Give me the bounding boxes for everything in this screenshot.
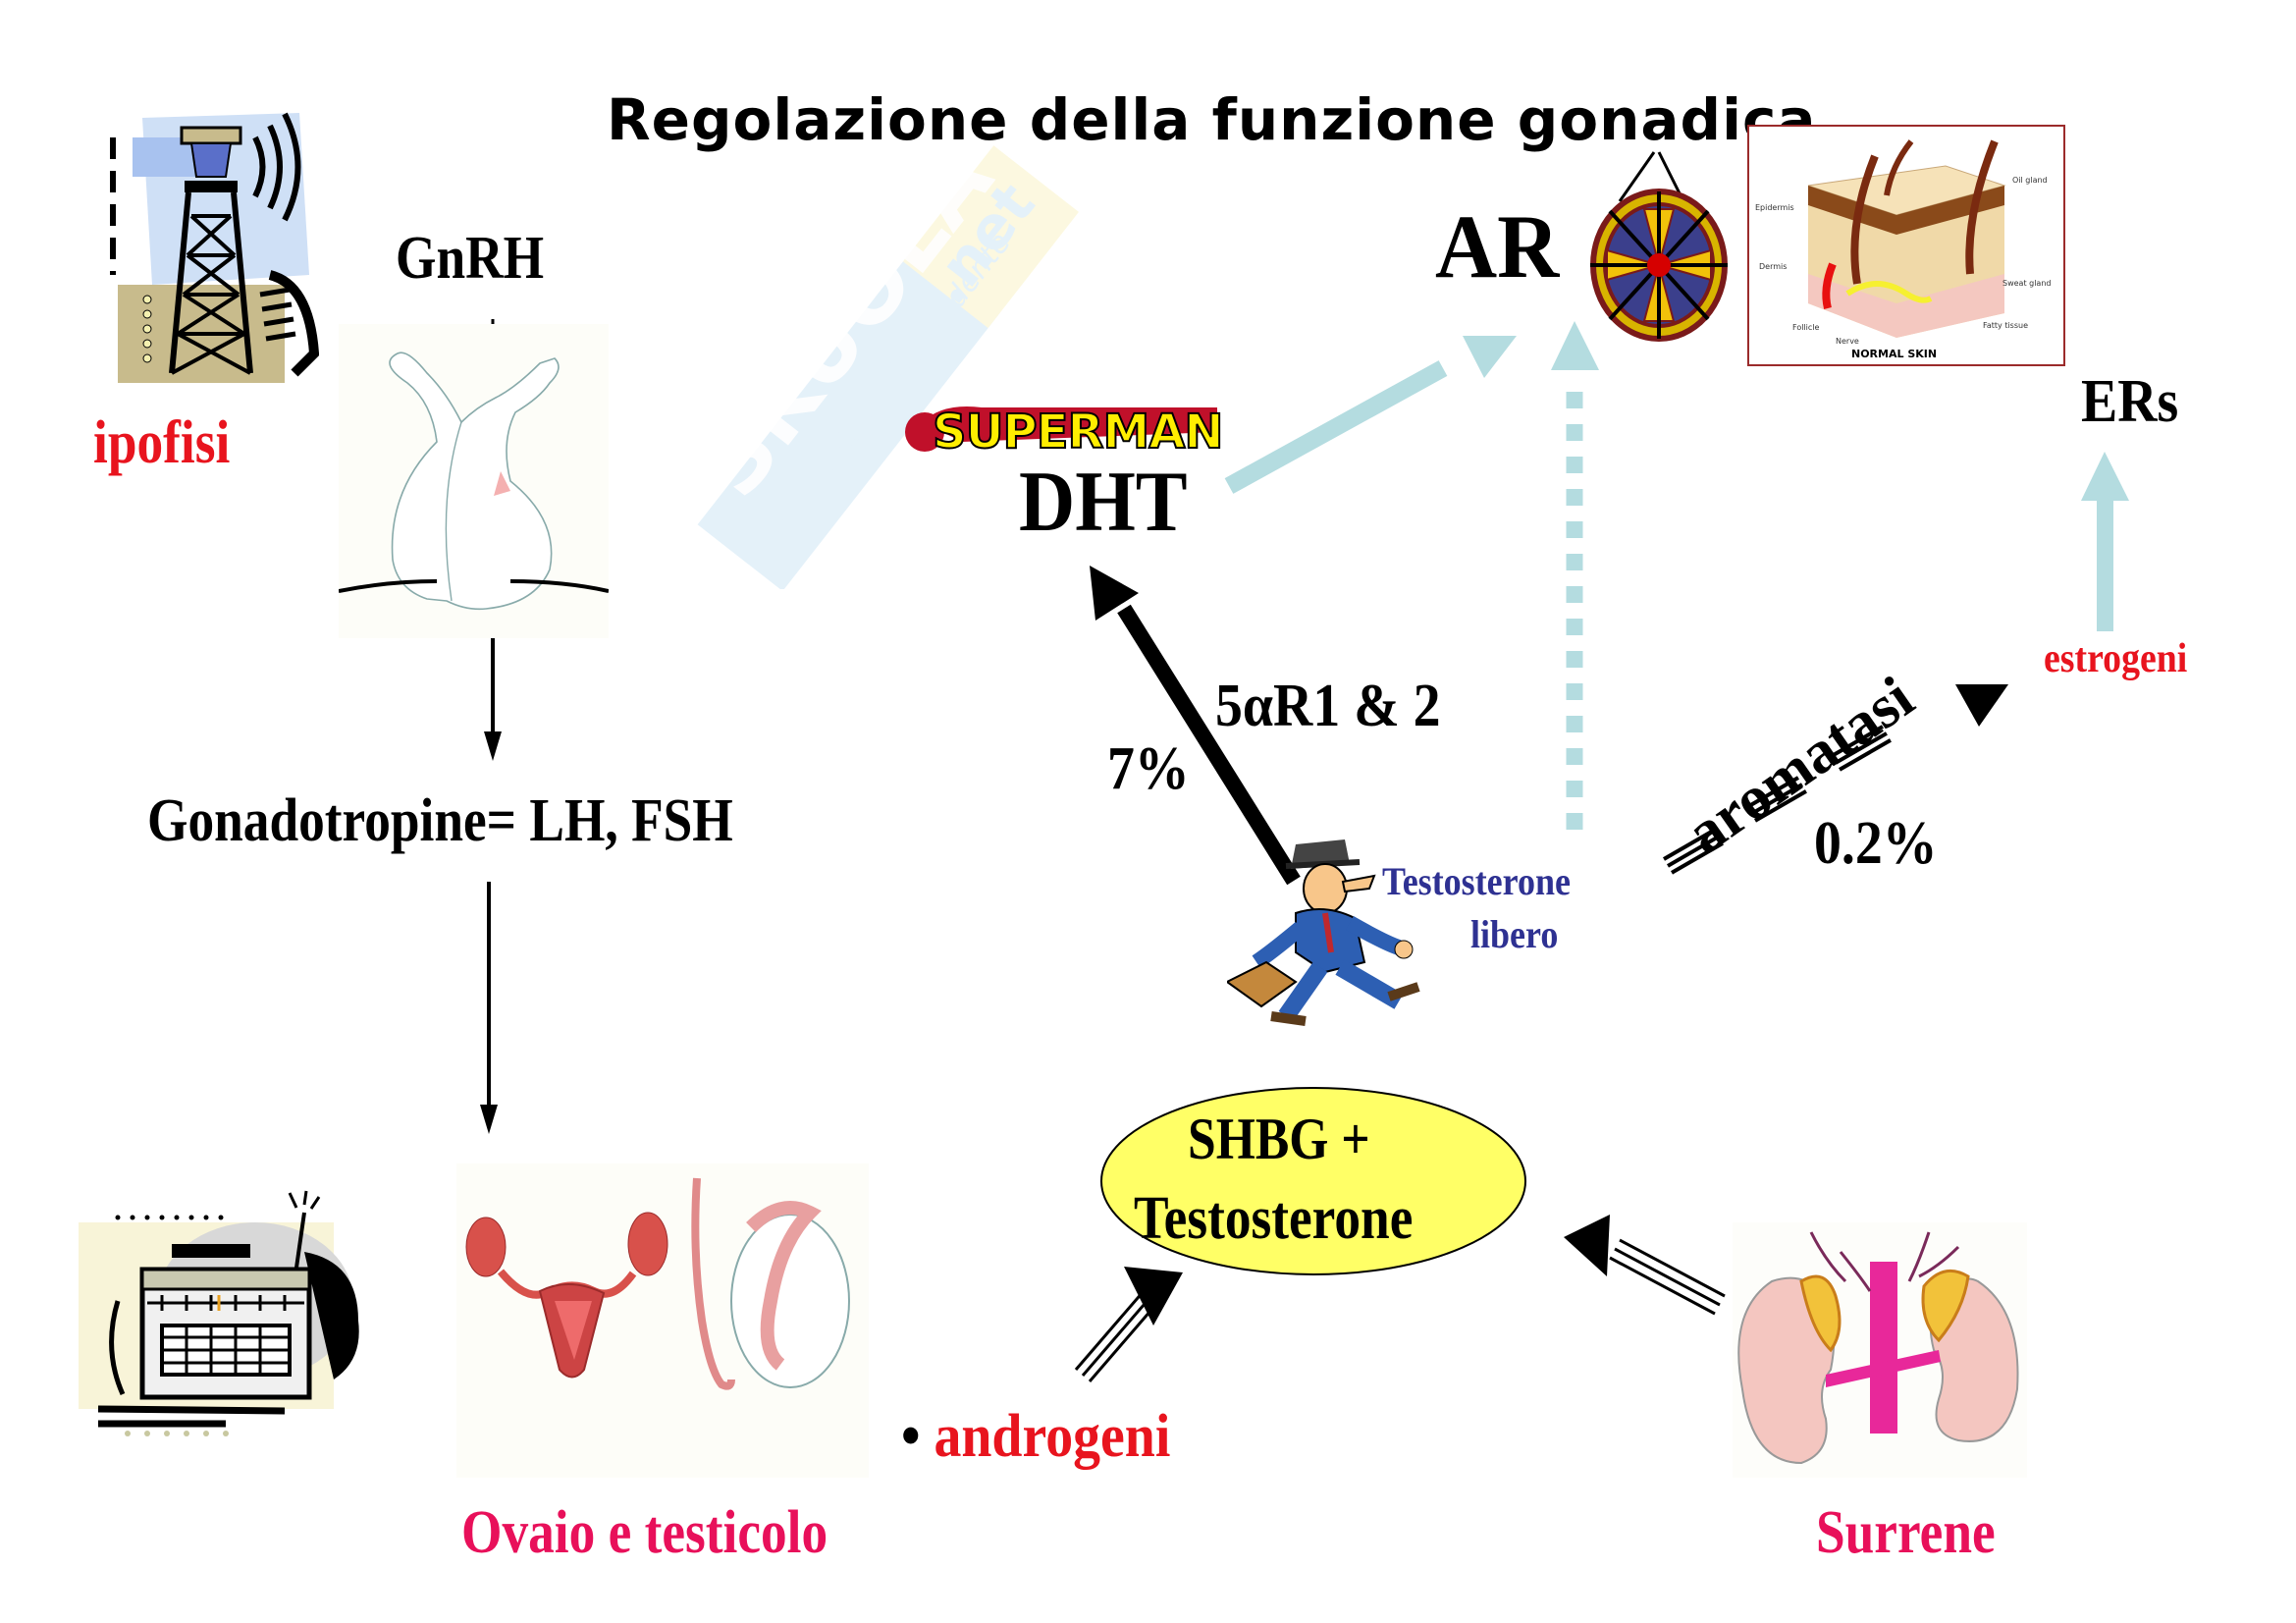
shbg-ellipse [1100, 1087, 1526, 1275]
gonads-to-shbg-arrow [1074, 1267, 1183, 1382]
skin-label-nerve: Nerve [1836, 337, 1859, 346]
skin-label-epidermis: Epidermis [1755, 203, 1794, 212]
surrene-label: Surrene [1816, 1499, 1996, 1566]
ovary-testis-image [456, 1163, 869, 1478]
testosterone-to-dht-arrow [1090, 566, 1301, 886]
testosterone-to-ar-dashed-arrow [1551, 321, 1599, 830]
androgeni-text: androgeni [934, 1403, 1171, 1470]
gnrh-label: GnRH [396, 225, 545, 292]
superman-text: SUPERMAN [932, 404, 1225, 460]
adrenal-kidney-image [1733, 1222, 2027, 1478]
watermark-graphic [697, 145, 1079, 589]
skin-label-fatty-tissue: Fatty tissue [1983, 321, 2029, 330]
estrogeni-to-ers-arrow [2081, 452, 2129, 631]
ipofisi-label: ipofisi [93, 409, 231, 476]
businessman-icon [1227, 835, 1443, 1031]
dht-to-ar-arrow [1224, 336, 1517, 494]
pct-aromatasi-label: 0.2% [1814, 810, 1938, 877]
surrene-to-shbg-arrow [1564, 1215, 1726, 1316]
skin-label-follicle: Follicle [1792, 323, 1820, 332]
aromatasi-arrowhead [1955, 684, 2008, 727]
dht-label: DHT [1019, 455, 1188, 550]
normal-skin-figure: Epidermis Dermis Follicle Nerve Oil glan… [1747, 125, 2065, 366]
skin-caption: NORMAL SKIN [1851, 348, 1938, 360]
testosterone-libero-line2: libero [1470, 912, 1559, 956]
watermark-yellow-band [902, 145, 1079, 329]
gonadotropine-label: Gonadotropine= LH, FSH [147, 787, 733, 854]
page-title: Regolazione della funzione gonadica [607, 86, 1817, 153]
shbg-label-line1: SHBG + [1188, 1107, 1370, 1171]
radio-icon [79, 1183, 373, 1438]
ovaio-testicolo-label: Ovaio e testicolo [461, 1499, 828, 1566]
shbg-label-line2: Testosterone [1134, 1185, 1414, 1252]
enzyme-5ar-label: 5αR1 & 2 [1215, 673, 1441, 739]
testosterone-libero-line1: Testosterone [1382, 859, 1571, 903]
radio-tower-icon [93, 79, 319, 403]
androgeni-label: • androgeni [901, 1406, 1201, 1467]
aromatasi-dashes [1663, 725, 1892, 875]
dartboard-icon [1585, 142, 1733, 349]
skin-label-sweat-gland: Sweat gland [2002, 279, 2052, 288]
ar-label: AR [1435, 196, 1560, 297]
androgeni-bullet: • [901, 1403, 921, 1470]
skin-label-dermis: Dermis [1759, 262, 1788, 271]
pct-dht-label: 7% [1107, 735, 1190, 802]
watermark: SKUOLA .net il paradiso dello studente [648, 128, 1119, 589]
estrogeni-label: estrogeni [2044, 636, 2188, 681]
watermark-blue-band [697, 245, 1000, 589]
pituitary-gland-image [339, 324, 609, 638]
gonadotropine-to-gonads-arrow [480, 882, 498, 1134]
ers-label: ERs [2081, 368, 2179, 435]
skin-label-oil-gland: Oil gland [2012, 176, 2048, 185]
superman-logo: SUPERMAN [903, 393, 1225, 515]
